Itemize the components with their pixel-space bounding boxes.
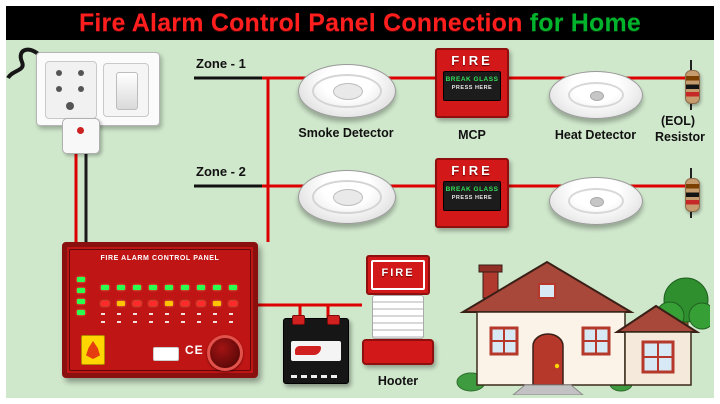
flame-logo [81,335,105,365]
hooter-head [366,255,430,295]
fire-alarm-control-panel: FIRE ALARM CONTROL PANEL CE [62,242,258,378]
amber-led [213,301,221,306]
heat-detector-2 [549,177,643,225]
hooter-sounder: FIRE [362,255,434,367]
green-led [213,285,221,290]
mcp-break-glass-text: BREAK GLASS [445,76,499,83]
heat-detector-1 [549,71,643,119]
battery-terminal [292,315,305,325]
smoke-detector-1 [298,64,396,118]
socket-hole [78,70,84,76]
mcp-press-here-text: PRESS HERE [451,85,493,91]
plug-indicator [77,127,84,134]
green-led [77,288,85,293]
power-socket [36,52,160,126]
green-led [165,285,173,290]
front-path [512,384,584,395]
red-led [149,301,157,306]
hooter-base [362,339,434,365]
zone2-label: Zone - 2 [196,164,246,179]
mcp-press-here-text: PRESS HERE [451,195,493,201]
socket-hole [56,70,62,76]
switch-rocker [116,72,138,110]
panel-label-strip [101,313,239,315]
eol-resistor-2 [685,178,700,212]
panel-led-row-2 [101,301,237,306]
panel-led-row-1 [101,285,237,290]
attic-window [538,283,556,299]
smoke-detector-2 [298,170,396,224]
amber-led [117,301,125,306]
green-led [181,285,189,290]
green-led [77,299,85,304]
socket-hole [66,102,74,110]
window-left [489,326,519,356]
mcp-glass: BREAK GLASS PRESS HERE [443,181,501,211]
mcp-glass: BREAK GLASS PRESS HERE [443,71,501,101]
eol-caption-line2: Resistor [654,130,706,144]
panel-key-button [207,335,243,371]
socket-hole [78,86,84,92]
socket-outlet [45,61,97,119]
mcp-fire-text: FIRE [451,163,493,178]
green-led [133,285,141,290]
zone1-label: Zone - 1 [196,56,246,71]
mains-cord-wire [6,47,46,80]
mcp-break-glass-text: BREAK GLASS [445,186,499,193]
socket-hole [56,86,62,92]
green-led [77,277,85,282]
window-right [581,326,611,356]
mcp-fire-text: FIRE [451,53,493,68]
green-led [197,285,205,290]
hooter-caption: Hooter [377,374,419,388]
battery-label [291,341,341,361]
title-bar: Fire Alarm Control Panel Connection for … [6,6,714,40]
certification-chip [153,347,179,361]
hooter-fire-text: FIRE [381,267,415,279]
mcp-2: FIRE BREAK GLASS PRESS HERE [435,158,509,228]
mcp-caption: MCP [458,128,486,142]
eol-caption-line1: (EOL) [660,114,696,128]
green-led [117,285,125,290]
backup-battery [283,315,349,384]
green-led [149,285,157,290]
house-illustration [456,260,710,395]
green-led [77,310,85,315]
red-led [101,301,109,306]
red-led [133,301,141,306]
amber-led [165,301,173,306]
mcp-1: FIRE BREAK GLASS PRESS HERE [435,48,509,118]
red-led [181,301,189,306]
eol-resistor-1 [685,70,700,104]
extension-window [641,340,675,374]
front-door [532,333,564,386]
panel-label-strip [101,321,239,323]
panel-bezel [69,249,251,371]
smoke-detector-caption: Smoke Detector [298,126,394,140]
battery-spec-strip [291,375,341,378]
socket-switch [103,63,149,117]
green-led [229,285,237,290]
green-led [101,285,109,290]
title-text: Fire Alarm Control Panel Connection [78,8,523,37]
battery-terminal [327,315,340,325]
diagram-canvas: Zone - 1 Zone - 2 FIRE BREAK GLASS PRESS… [6,40,714,398]
panel-led-column [77,277,85,315]
power-plug [62,118,100,154]
red-led [229,301,237,306]
ce-mark: CE [185,343,204,357]
panel-title: FIRE ALARM CONTROL PANEL [100,255,220,262]
red-led [197,301,205,306]
hooter-strobe [372,295,424,339]
title-text-highlight: for Home [522,8,642,37]
heat-detector-caption: Heat Detector [554,128,637,142]
